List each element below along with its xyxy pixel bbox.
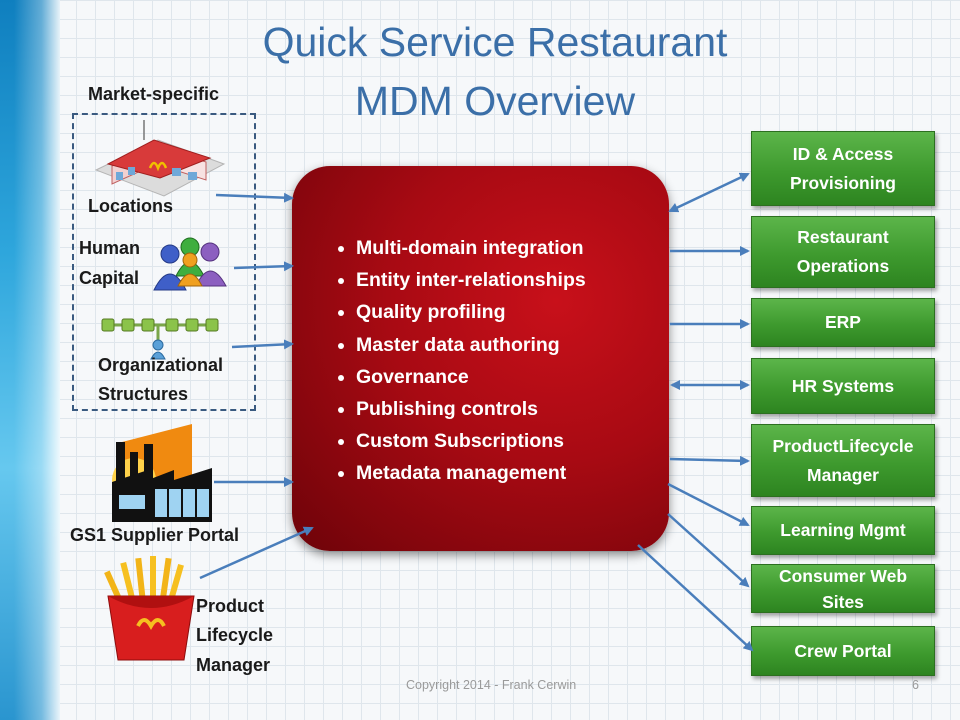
- locations-label: Locations: [88, 196, 174, 216]
- target-label: Manager: [807, 464, 879, 485]
- capability-item: Master data authoring: [356, 329, 586, 361]
- slide-title-line-2: MDM Overview: [354, 78, 636, 124]
- target-label: Learning Mgmt: [780, 520, 906, 540]
- french-fries-icon: [104, 556, 195, 661]
- capability-item: Multi-domain integration: [356, 232, 586, 264]
- restaurant-building-icon: [94, 120, 226, 197]
- gs1-supplier-portal-label: GS1 Supplier Portal: [70, 525, 240, 545]
- target-label: Sites: [822, 591, 864, 612]
- target-label: Consumer Web: [778, 565, 908, 586]
- people-group-icon: [153, 237, 227, 291]
- slide-title-line-1: Quick Service Restaurant: [262, 19, 728, 65]
- arrow-human-capital-to-core: [233, 261, 294, 272]
- target-label: ERP: [825, 312, 861, 332]
- human-capital-label-2: Capital: [79, 268, 140, 288]
- target-label: ID & Access: [792, 143, 894, 164]
- target-label: Operations: [796, 256, 890, 276]
- org-structures-label-2: Structures: [98, 384, 189, 404]
- arrow-plm-source-to-core: [199, 526, 314, 580]
- capability-item: Quality profiling: [356, 296, 586, 328]
- target-label: HR Systems: [791, 375, 895, 396]
- capability-item: Publishing controls: [356, 393, 586, 425]
- plm-label-1: Product: [196, 596, 265, 616]
- human-capital-label-1: Human: [79, 238, 141, 258]
- mdm-capabilities-list: Multi-domain integration Entity inter-re…: [314, 232, 586, 490]
- plm-label-2: Lifecycle: [196, 625, 274, 645]
- plm-label-3: Manager: [196, 655, 271, 675]
- arrow-core-crew-portal: [637, 544, 754, 652]
- page-number: 6: [912, 678, 919, 692]
- arrow-locations-to-core: [215, 192, 294, 203]
- org-chart-icon: [101, 318, 219, 360]
- target-label: ProductLifecycle: [772, 435, 914, 456]
- target-label: Restaurant: [797, 227, 889, 247]
- copyright-footer: Copyright 2014 - Frank Cerwin: [406, 678, 577, 692]
- capability-item: Custom Subscriptions: [356, 425, 586, 457]
- target-learning-mgmt: Learning Mgmt: [751, 506, 935, 555]
- arrow-core-plm: [669, 455, 750, 466]
- factory-icon: [112, 424, 212, 522]
- left-decorative-band: [0, 0, 60, 720]
- arrow-core-id-access: [668, 172, 750, 213]
- target-hr-systems: HR Systems: [751, 358, 935, 414]
- target-label: Crew Portal: [794, 640, 892, 661]
- capability-item: Governance: [356, 361, 586, 393]
- capability-item: Entity inter-relationships: [356, 264, 586, 296]
- arrow-core-consumer-web: [667, 513, 750, 588]
- market-specific-group: [72, 113, 256, 411]
- target-label: Provisioning: [790, 172, 896, 193]
- arrow-org-structures-to-core: [231, 339, 294, 350]
- capability-item: Metadata management: [356, 457, 586, 489]
- market-specific-label: Market-specific: [88, 84, 220, 104]
- target-crew-portal: Crew Portal: [751, 626, 935, 676]
- target-erp: ERP: [751, 298, 935, 347]
- arrow-core-learning: [667, 482, 750, 527]
- mdm-core-box: Multi-domain integration Entity inter-re…: [292, 166, 669, 551]
- org-structures-label-1: Organizational: [98, 355, 224, 375]
- band-sheen: [14, 0, 60, 720]
